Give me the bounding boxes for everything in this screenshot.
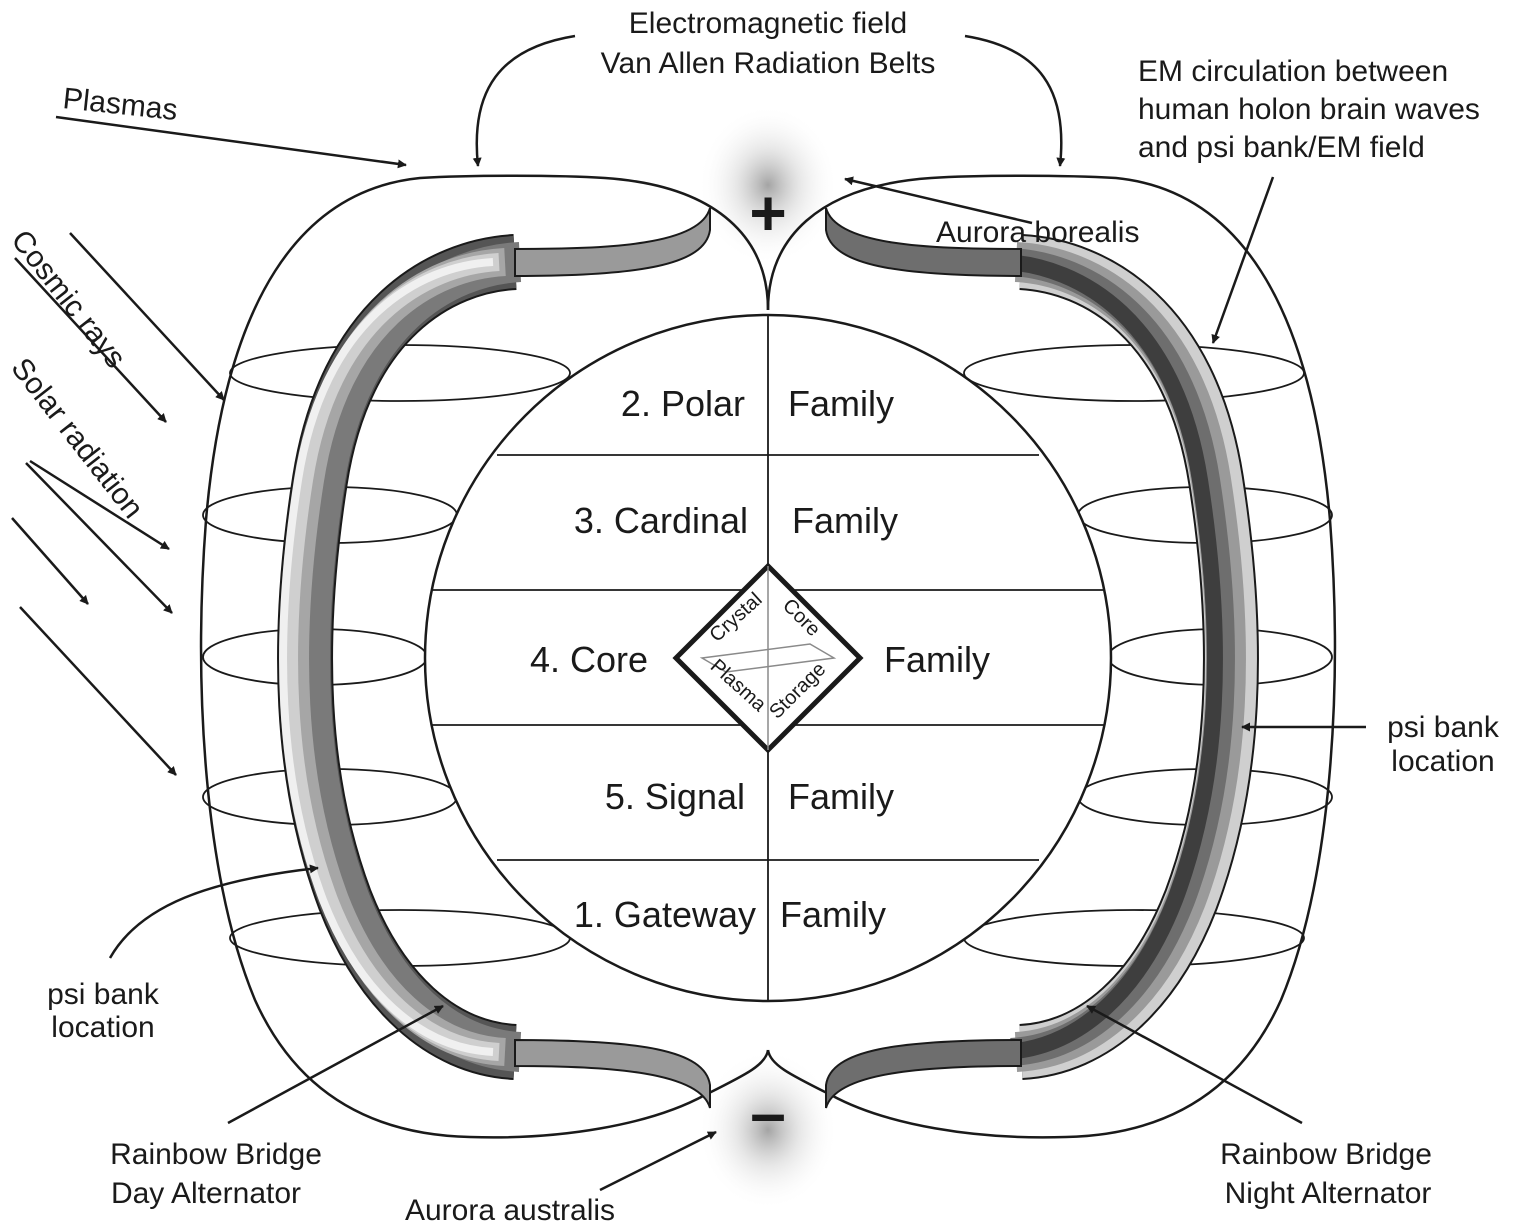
rainbow-bridge-day-top-horn xyxy=(514,207,711,278)
em-circulation-label-line2: human holon brain waves xyxy=(1138,93,1480,126)
aurora-australis-glow xyxy=(698,1050,838,1210)
aurora-australis-arrow xyxy=(599,1130,717,1192)
plasmas-arrow xyxy=(55,115,407,169)
family-polar-name: 2. Polar xyxy=(621,383,745,424)
family-gateway-name: 1. Gateway xyxy=(574,894,756,935)
rainbow-day-label-line1: Rainbow Bridge xyxy=(110,1138,322,1171)
family-polar-suffix: Family xyxy=(788,383,894,424)
psi-bank-right-label-line2: location xyxy=(1391,745,1494,778)
aurora-borealis-arrow xyxy=(844,176,1033,225)
solar-radiation-label: Solar radiation xyxy=(4,352,149,525)
rainbow-bridge-night-bottom-horn xyxy=(825,1038,1022,1109)
rainbow-day-label-line2: Day Alternator xyxy=(111,1177,301,1210)
family-gateway-suffix: Family xyxy=(780,894,886,935)
rainbow-bridge-day-bottom-horn xyxy=(514,1038,711,1109)
family-core-name: 4. Core xyxy=(530,639,648,680)
positive-pole-symbol: + xyxy=(749,177,786,249)
em-field-right-lobe xyxy=(766,174,1337,1139)
em-field-label-line2: Van Allen Radiation Belts xyxy=(601,47,936,80)
aurora-australis-label: Aurora australis xyxy=(405,1194,615,1223)
family-cardinal-suffix: Family xyxy=(792,500,898,541)
rainbow-bridge-night-top-horn xyxy=(825,207,1022,278)
psi-bank-left-arrow xyxy=(108,864,319,959)
rainbow-day-arrow xyxy=(227,1004,444,1125)
psi-bank-left-label-line2: location xyxy=(51,1011,154,1044)
em-field-label-line1: Electromagnetic field xyxy=(629,7,907,40)
radiation-arrows xyxy=(11,232,225,776)
psi-bank-left-label-line1: psi bank xyxy=(47,978,160,1011)
family-signal-suffix: Family xyxy=(788,776,894,817)
em-circulation-label-line1: EM circulation between xyxy=(1138,55,1448,88)
family-cardinal-name: 3. Cardinal xyxy=(574,500,748,541)
family-labels: 2. Polar Family 3. Cardinal Family 4. Co… xyxy=(530,383,990,935)
em-field-arrow-left xyxy=(472,34,576,167)
negative-pole-symbol: – xyxy=(750,1077,786,1149)
family-signal-name: 5. Signal xyxy=(605,776,745,817)
em-field-left-lobe xyxy=(199,174,770,1139)
rainbow-night-arrow xyxy=(1086,1004,1303,1125)
em-circulation-label-line3: and psi bank/EM field xyxy=(1138,131,1425,164)
rainbow-night-label-line1: Rainbow Bridge xyxy=(1220,1138,1432,1171)
em-field-arrow-right xyxy=(964,34,1066,167)
cosmic-rays-label: Cosmic rays xyxy=(4,224,132,374)
family-core-suffix: Family xyxy=(884,639,990,680)
em-circulation-arrow xyxy=(1211,176,1275,344)
rainbow-night-label-line2: Night Alternator xyxy=(1225,1177,1432,1210)
psi-bank-right-label-line1: psi bank xyxy=(1387,711,1500,744)
aurora-borealis-label: Aurora borealis xyxy=(936,216,1139,249)
